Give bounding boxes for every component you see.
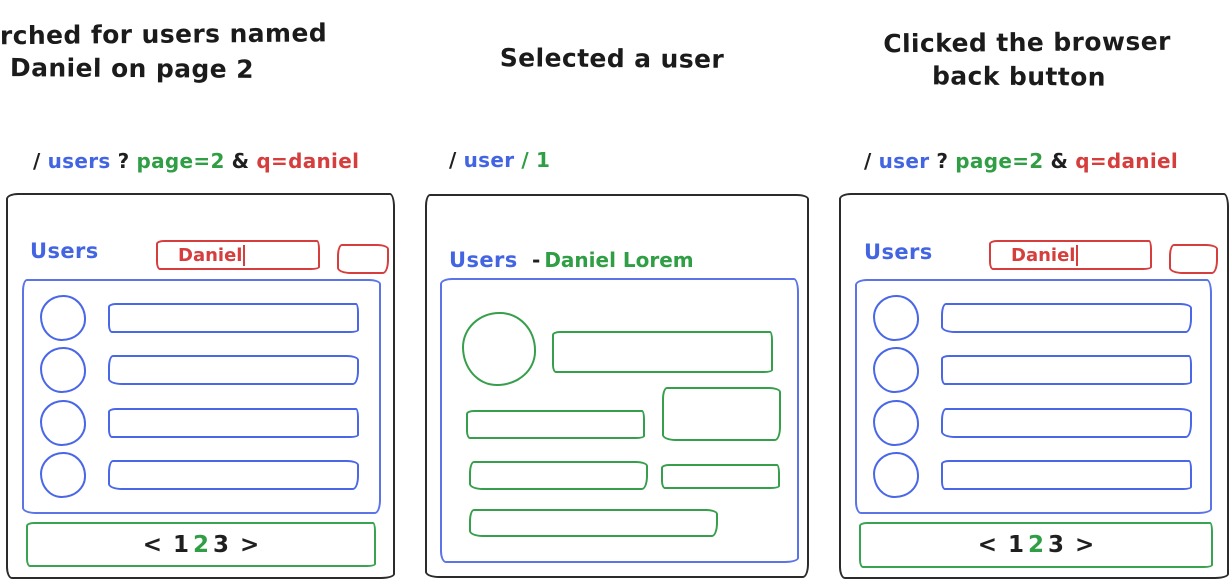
user-name-bar: [108, 408, 359, 438]
page-number-2-current[interactable]: 2: [192, 531, 209, 558]
profile-avatar-circle: [462, 312, 536, 386]
breadcrumb: - Daniel Lorem: [532, 248, 694, 272]
url-param-page: page=2: [955, 149, 1044, 173]
url-slash-2: /: [521, 148, 529, 172]
text-cursor-caret: [1076, 244, 1079, 266]
url-ampersand: &: [1050, 149, 1069, 173]
page-title: Users: [864, 240, 933, 264]
search-input[interactable]: Daniel: [156, 240, 320, 270]
user-list-row[interactable]: [873, 295, 1192, 341]
pagination-control[interactable]: < 1 2 3 >: [26, 522, 376, 567]
panel2-caption-line1: Selected a user: [499, 43, 725, 74]
user-name-bar: [108, 355, 359, 385]
user-list-row[interactable]: [873, 347, 1192, 393]
search-button[interactable]: [1169, 244, 1218, 274]
page-number-2-current[interactable]: 2: [1027, 532, 1044, 558]
url-path: user: [463, 148, 515, 172]
url-slash: /: [33, 149, 41, 173]
search-input-value: Daniel: [178, 244, 243, 266]
url-param-query: q=daniel: [256, 149, 360, 173]
user-name-bar: [941, 303, 1192, 333]
url-slash: /: [864, 149, 872, 173]
panel1-url: / users ? page=2 & q=daniel: [33, 149, 359, 173]
prev-page-chevron[interactable]: <: [977, 532, 997, 558]
browser-window-search-results: Users Daniel <: [6, 193, 395, 579]
user-name-bar: [108, 303, 359, 333]
user-list-row[interactable]: [40, 452, 359, 498]
search-input-value: Daniel: [1011, 244, 1076, 266]
url-param-page: page=2: [136, 149, 225, 173]
profile-name-bar: [552, 331, 773, 373]
panel2-url: / user / 1: [449, 148, 550, 172]
user-list: [22, 279, 381, 514]
search-button[interactable]: [337, 244, 389, 274]
page-number-1[interactable]: 1: [1007, 532, 1024, 558]
url-ampersand: &: [231, 149, 250, 173]
avatar-icon: [40, 452, 86, 498]
page-number-3[interactable]: 3: [213, 531, 230, 558]
user-list: [855, 279, 1212, 514]
profile-info-bar: [469, 461, 648, 490]
panel1-caption-line2: Daniel on page 2: [9, 53, 255, 84]
url-param-query: q=daniel: [1075, 149, 1179, 173]
avatar-icon: [40, 295, 86, 341]
pagination-control[interactable]: < 1 2 3 >: [859, 522, 1213, 568]
user-name-bar: [941, 355, 1192, 385]
prev-page-chevron[interactable]: <: [142, 531, 162, 558]
url-path: users: [47, 149, 111, 173]
next-page-chevron[interactable]: >: [1075, 532, 1095, 558]
url-question: ?: [117, 149, 130, 173]
text-cursor-caret: [243, 244, 246, 266]
url-user-id: 1: [536, 148, 551, 172]
url-slash: /: [449, 148, 457, 172]
page-number-3[interactable]: 3: [1048, 532, 1065, 558]
next-page-chevron[interactable]: >: [240, 531, 260, 558]
search-input[interactable]: Daniel: [989, 240, 1152, 270]
page-number-1[interactable]: 1: [172, 531, 189, 558]
page-title: Users: [449, 248, 518, 272]
url-path: user: [878, 149, 930, 173]
panel3-caption-line2: back button: [931, 61, 1107, 92]
url-question: ?: [936, 149, 949, 173]
user-list-row[interactable]: [40, 347, 359, 393]
user-list-row[interactable]: [40, 400, 359, 446]
avatar-icon: [873, 400, 919, 446]
profile-side-box: [662, 387, 781, 441]
panel1-caption-line1: Searched for users named: [0, 18, 328, 51]
avatar-icon: [873, 452, 919, 498]
profile-side-bar: [661, 464, 780, 489]
user-name-bar: [941, 460, 1192, 490]
breadcrumb-separator: -: [532, 248, 541, 272]
avatar-icon: [40, 400, 86, 446]
browser-window-back-nav: Users Daniel <: [839, 193, 1229, 579]
avatar-icon: [873, 295, 919, 341]
page-title: Users: [30, 239, 99, 263]
profile-footer-bar: [469, 509, 718, 537]
selected-user-name: Daniel Lorem: [544, 248, 694, 272]
user-detail-card: [440, 278, 799, 563]
panel3-url: / user ? page=2 & q=daniel: [864, 149, 1178, 173]
avatar-icon: [873, 347, 919, 393]
user-list-row[interactable]: [873, 452, 1192, 498]
avatar-icon: [40, 347, 86, 393]
panel3-caption-line1: Clicked the browser: [883, 26, 1171, 59]
profile-info-bar: [466, 410, 645, 439]
user-list-row[interactable]: [873, 400, 1192, 446]
browser-window-user-detail: Users - Daniel Lorem: [425, 194, 809, 578]
user-name-bar: [108, 460, 359, 490]
user-list-row[interactable]: [40, 295, 359, 341]
user-name-bar: [941, 408, 1192, 438]
